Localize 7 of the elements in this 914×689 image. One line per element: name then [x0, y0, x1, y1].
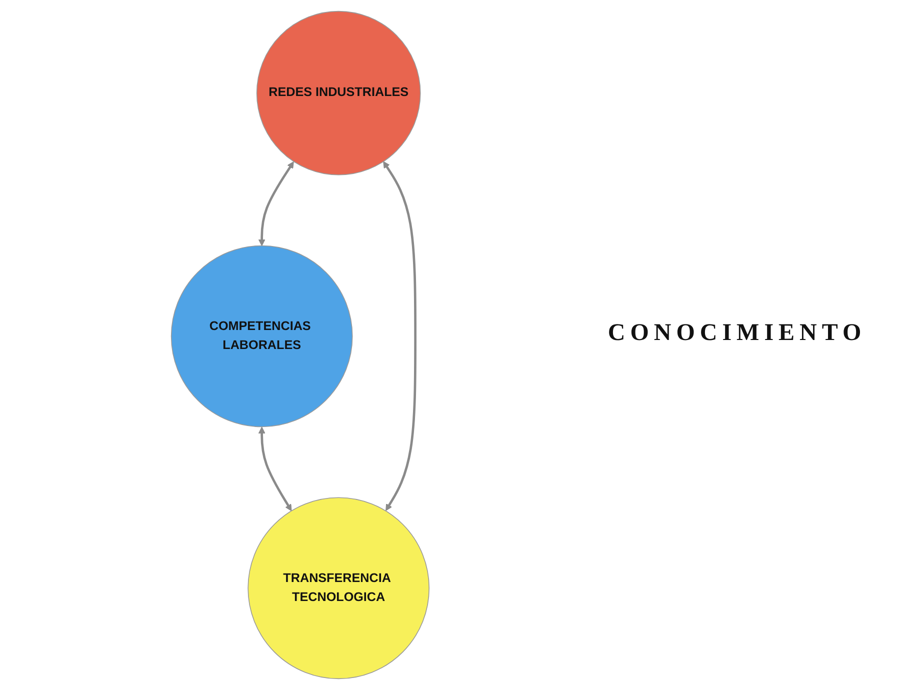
center-heading: CONOCIMIENTO: [608, 320, 866, 347]
node-circle: COMPETENCIAS LABORALES: [170, 244, 353, 427]
node-circle: TRANSFERENCIA TECNOLOGICA: [247, 496, 430, 679]
arrow: [382, 160, 416, 510]
arrow: [258, 426, 292, 511]
arrow: [258, 160, 294, 246]
node-circle: REDES INDUSTRIALES: [256, 10, 421, 175]
